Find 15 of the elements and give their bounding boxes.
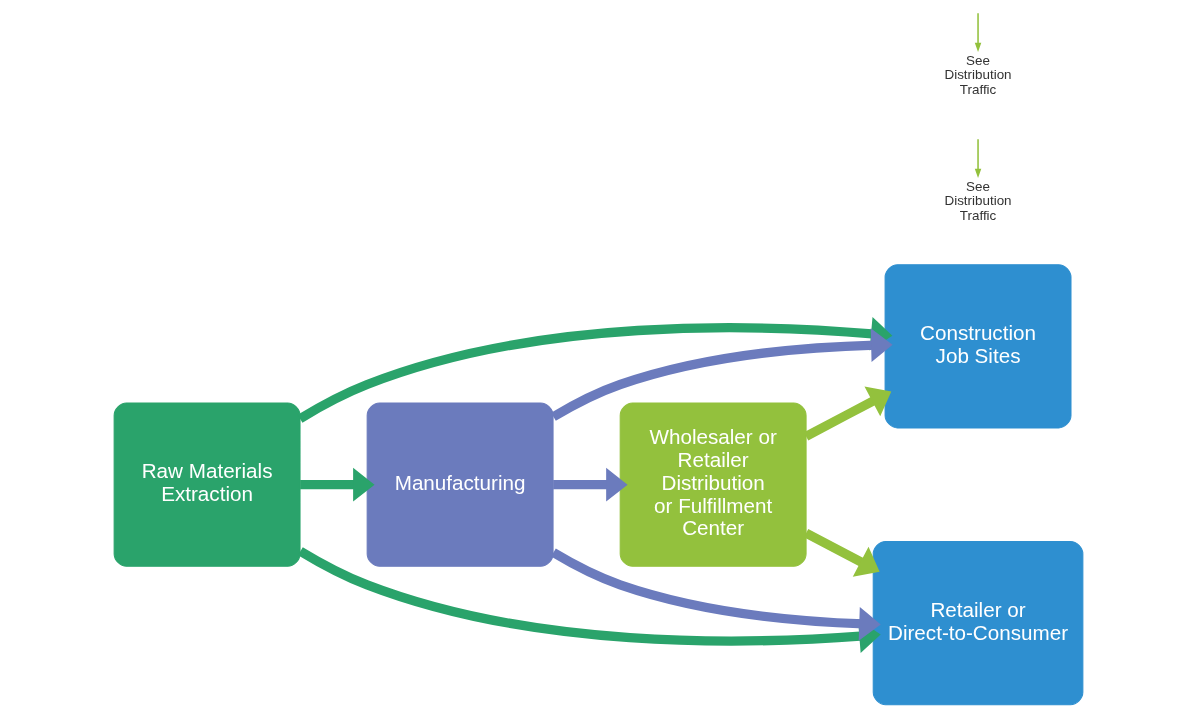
arrow: [552, 467, 628, 502]
arrow: [299, 467, 375, 502]
arrow: [550, 328, 893, 421]
node-box: Wholesaler or Retailer Distribution or Fulfillment Center: [619, 402, 807, 567]
node-box: Raw Materials Extraction: [113, 402, 301, 567]
node-box: Construction Job Sites: [884, 264, 1071, 429]
arrow: [803, 386, 891, 441]
node-box: Retailer or Direct-to-Consumer: [872, 540, 1083, 706]
node-text: See Distribution Traffic: [944, 52, 1012, 97]
node-box: Manufacturing: [366, 402, 554, 567]
node-text: See Distribution Traffic: [944, 178, 1012, 223]
arrow: [974, 138, 981, 178]
arrow: [974, 12, 981, 52]
arrow: [550, 548, 881, 641]
arrow: [803, 529, 880, 577]
